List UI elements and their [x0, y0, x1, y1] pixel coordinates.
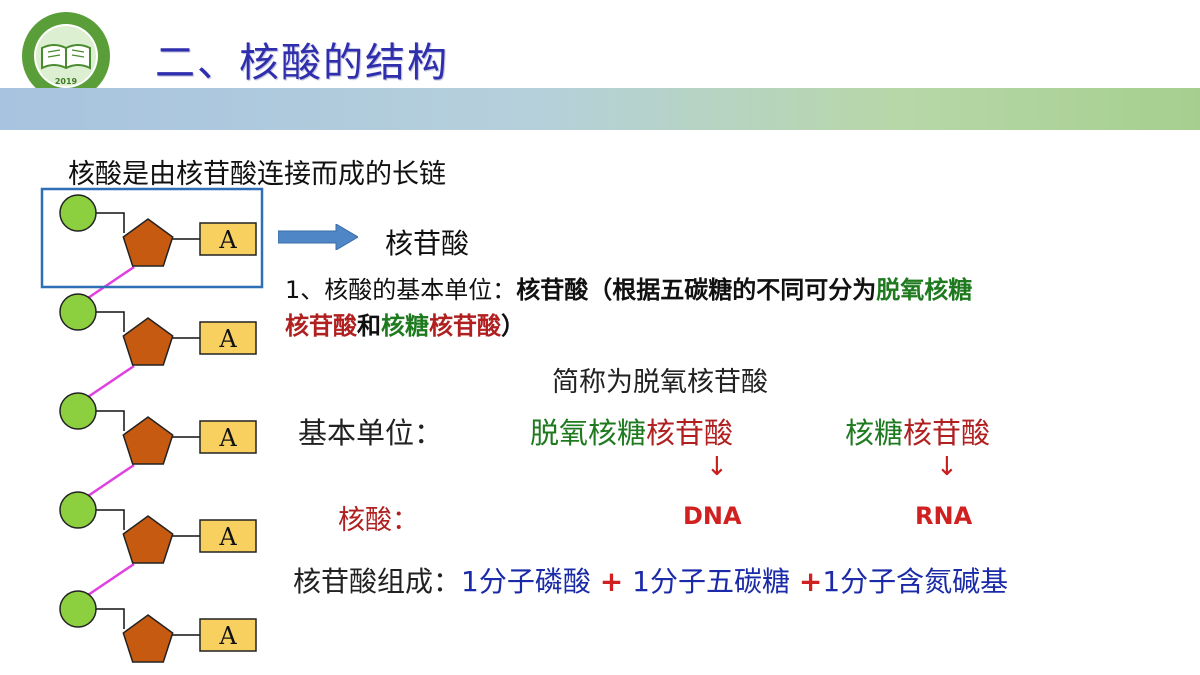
- pentose-sugar-pentagon: [122, 614, 174, 663]
- phosphate-circle: [59, 194, 97, 232]
- right-arrow-icon: [278, 224, 358, 250]
- phosphodiester-bond: [87, 265, 135, 300]
- pentose-sugar-pentagon: [122, 317, 174, 366]
- base-letter: A: [218, 523, 237, 551]
- point-1-bold: 核苷酸（根据五碳糖的不同可分为: [516, 276, 877, 304]
- base-letter: A: [218, 622, 237, 650]
- pentose-sugar-pentagon: [122, 416, 174, 465]
- rna-nucleotide-text: 核苷酸: [903, 416, 991, 450]
- point-1-ribose: 核糖: [381, 312, 429, 340]
- point-1-nucleotide-b: 核苷酸: [429, 312, 501, 340]
- point-1-close: ）: [501, 312, 525, 340]
- bond-line: [96, 509, 125, 530]
- phosphate-circle: [59, 590, 97, 628]
- intro-text: 核酸是由核苷酸连接而成的长链: [68, 159, 446, 190]
- down-arrow-icon: ↓: [936, 452, 958, 482]
- point-1-text: 1、核酸的基本单位：核苷酸（根据五碳糖的不同可分为脱氧核糖 核苷酸和核糖核苷酸）: [285, 272, 972, 344]
- phosphodiester-bond: [87, 463, 135, 498]
- base-letter: A: [218, 226, 237, 254]
- base-letter: A: [218, 424, 237, 452]
- bond-line: [96, 212, 125, 233]
- base-box: [199, 222, 257, 256]
- bond-line: [96, 410, 125, 431]
- bond-line: [96, 608, 125, 629]
- point-1-prefix: 1、核酸的基本单位：: [285, 276, 517, 304]
- phosphodiester-bond: [87, 364, 135, 399]
- composition-plus-1: +: [599, 565, 624, 598]
- pentose-sugar-pentagon: [122, 515, 174, 564]
- phosphate-circle: [59, 392, 97, 430]
- pentose-sugar-pentagon: [122, 218, 174, 267]
- point-1-nucleotide-a: 核苷酸: [285, 312, 357, 340]
- nucleic-acid-label: 核酸：: [338, 505, 419, 536]
- composition-phosphate: 1分子磷酸: [461, 565, 591, 598]
- composition-base: 1分子含氮碱基: [822, 565, 1009, 598]
- point-1-and: 和: [357, 312, 381, 340]
- base-box: [199, 519, 257, 553]
- header-band: [0, 88, 1200, 130]
- page-title: 二、核酸的结构: [155, 40, 449, 86]
- base-box: [199, 321, 257, 355]
- base-box: [199, 420, 257, 454]
- point-1-deoxyribose-a: 脱氧核糖: [876, 276, 973, 304]
- logo-year: 2019: [55, 77, 78, 86]
- composition-label: 核苷酸组成：: [293, 565, 462, 598]
- phosphate-circle: [59, 491, 97, 529]
- base-box: [199, 618, 257, 652]
- composition-plus-2: +: [798, 565, 823, 598]
- phosphodiester-bond: [87, 562, 135, 597]
- dna-sugar-text: 脱氧核糖: [530, 416, 647, 450]
- highlight-box: [40, 187, 264, 289]
- down-arrow-icon: ↓: [706, 452, 728, 482]
- basic-unit-label: 基本单位：: [298, 416, 444, 450]
- bond-line: [96, 311, 125, 332]
- rna-basic-unit: 核糖核苷酸: [845, 410, 990, 452]
- abbreviation-note: 简称为脱氧核苷酸: [552, 367, 768, 398]
- dna-nucleotide-text: 核苷酸: [646, 416, 734, 450]
- base-letter: A: [218, 325, 237, 353]
- rna-label: RNA: [915, 502, 973, 530]
- rna-sugar-text: 核糖: [845, 416, 904, 450]
- phosphate-circle: [59, 293, 97, 331]
- school-logo: 2019: [22, 12, 110, 100]
- nucleotide-label: 核苷酸: [385, 227, 470, 260]
- dna-basic-unit: 脱氧核糖核苷酸: [530, 410, 733, 452]
- nucleotide-composition: 核苷酸组成：1分子磷酸 + 1分子五碳糖 +1分子含氮碱基: [293, 560, 1008, 600]
- composition-pentose: 1分子五碳糖: [632, 565, 790, 598]
- dna-label: DNA: [683, 502, 742, 530]
- nucleotide-chain-diagram: A A A A A: [40, 187, 264, 663]
